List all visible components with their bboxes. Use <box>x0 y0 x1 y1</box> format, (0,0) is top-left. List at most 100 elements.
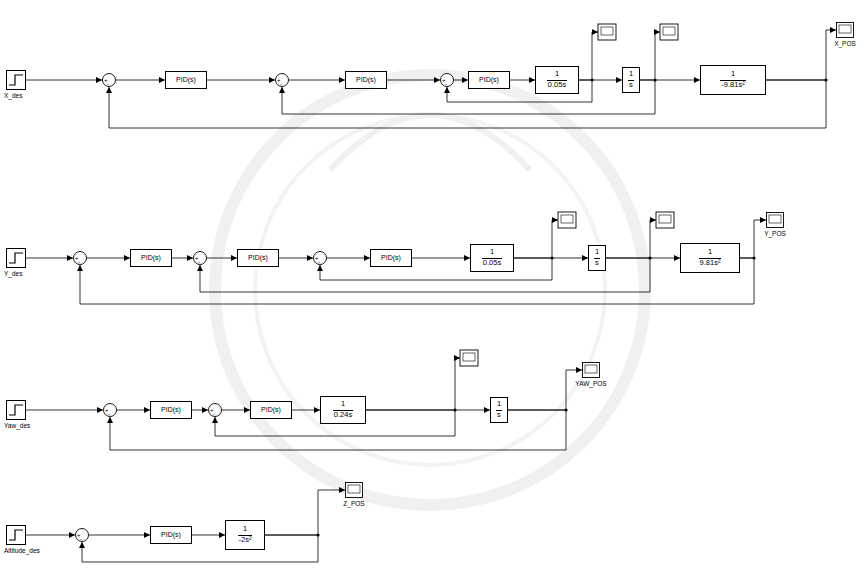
block-text: PID(s) <box>161 531 181 539</box>
block-text: PID(s) <box>248 254 268 262</box>
pid-controller-block: PID(s) <box>237 249 279 267</box>
denominator: 0.24s <box>333 410 353 420</box>
fraction: 1s <box>628 70 634 90</box>
sign: - <box>107 81 109 87</box>
sign: + <box>104 77 108 83</box>
block-label-group: X_POS <box>834 40 856 48</box>
block-text-group: PID(s) <box>479 76 499 84</box>
block-name: Altitude_des <box>4 547 40 555</box>
scope-block: X_POS <box>836 22 854 38</box>
sign: + <box>195 255 199 261</box>
step-source-block: Yaw_des <box>6 400 26 420</box>
signal-line <box>412 258 470 259</box>
fraction: 1-9.81s² <box>720 70 745 90</box>
fraction: 10.05s <box>482 248 502 268</box>
numerator: 1 <box>594 248 600 257</box>
signal-line <box>192 410 208 411</box>
transfer-function-block: 1s <box>490 397 508 423</box>
block-text: PID(s) <box>381 254 401 262</box>
transfer-function-block: 19.81s² <box>680 243 740 273</box>
scope-block: YAW_POS <box>582 362 600 378</box>
numerator: 1 <box>554 70 560 79</box>
signal-line <box>265 490 345 535</box>
sum-junction: +- <box>440 73 454 87</box>
numerator: 1 <box>242 525 248 534</box>
pid-controller-block: PID(s) <box>345 71 387 89</box>
step-symbol <box>6 400 26 420</box>
signal-line <box>80 258 754 304</box>
denominator: 9.81s² <box>699 258 722 268</box>
sum-junction: +- <box>103 403 117 417</box>
signal-line <box>117 410 150 411</box>
fraction: 19.81s² <box>699 248 722 268</box>
sign: - <box>213 411 215 417</box>
signal-line <box>87 258 130 259</box>
step-source-block: Y_des <box>6 248 26 268</box>
signal-line <box>740 220 766 258</box>
transfer-function-block: 10.05s <box>535 66 579 94</box>
signal-line <box>172 258 193 259</box>
denominator: s <box>594 258 600 268</box>
transfer-function-block: 1-2s² <box>225 520 265 550</box>
signal-line <box>279 258 313 259</box>
signal-line <box>116 80 165 81</box>
sum-junction: +- <box>275 73 289 87</box>
sum-junction: +- <box>73 251 87 265</box>
block-name: Y_des <box>4 270 22 278</box>
block-name: Yaw_des <box>4 422 30 430</box>
scope-symbol <box>582 362 600 378</box>
signal-line <box>508 370 582 410</box>
block-label-group: Z_POS <box>343 500 364 508</box>
block-name: X_POS <box>834 40 856 48</box>
block-text-group: PID(s) <box>261 406 281 414</box>
block-text: PID(s) <box>176 76 196 84</box>
block-text-group: PID(s) <box>356 76 376 84</box>
fraction: 1s <box>594 248 600 268</box>
transfer-function-block: 1s <box>588 245 606 271</box>
block-text: PID(s) <box>261 406 281 414</box>
denominator: -9.81s² <box>720 80 745 90</box>
scope-wire <box>455 32 660 410</box>
branch-dot <box>316 78 827 536</box>
block-text-group: PID(s) <box>176 76 196 84</box>
sign: - <box>80 536 82 542</box>
sign: + <box>315 255 319 261</box>
signal-line <box>327 258 370 259</box>
numerator: 1 <box>628 70 634 79</box>
sum-junction: +- <box>75 528 89 542</box>
block-name: X_des <box>4 92 22 100</box>
sign: - <box>78 259 80 265</box>
block-text-group: PID(s) <box>381 254 401 262</box>
block-text: PID(s) <box>479 76 499 84</box>
sign: - <box>318 259 320 265</box>
sum-junction: +- <box>193 251 207 265</box>
sign: + <box>77 532 81 538</box>
step-symbol <box>6 248 26 268</box>
transfer-function-block: 1-9.81s² <box>700 65 766 95</box>
signal-line <box>26 258 73 259</box>
signal-line <box>289 80 345 81</box>
denominator: s <box>628 80 634 90</box>
step-symbol <box>6 525 26 545</box>
fraction: 10.05s <box>547 70 567 90</box>
signal-line <box>26 80 102 81</box>
scope-block: Y_POS <box>766 212 784 228</box>
pid-controller-block: PID(s) <box>130 249 172 267</box>
step-source-block: Altitude_des <box>6 525 26 545</box>
signal-line <box>207 80 275 81</box>
fraction: 1s <box>496 400 502 420</box>
sign: - <box>108 411 110 417</box>
signal-line <box>82 535 318 562</box>
sign: + <box>105 407 109 413</box>
sign: - <box>445 81 447 87</box>
block-label-group: Y_POS <box>764 230 786 238</box>
scope-symbol <box>345 482 363 498</box>
signal-line <box>26 410 103 411</box>
sum-junction: +- <box>313 251 327 265</box>
transfer-function-block: 10.24s <box>320 396 366 424</box>
signal-line <box>454 80 468 81</box>
denominator: 0.05s <box>482 258 502 268</box>
block-text-group: PID(s) <box>161 406 181 414</box>
pid-controller-block: PID(s) <box>150 526 192 544</box>
watermark-emblem <box>215 75 645 505</box>
